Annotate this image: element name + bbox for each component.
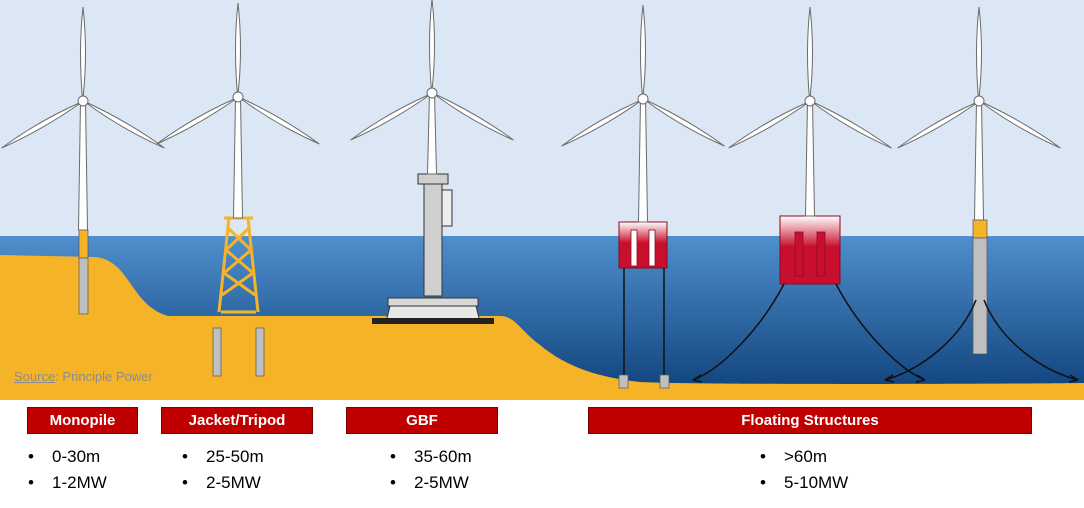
turbine-hub [804, 95, 816, 107]
turbine-blade [640, 4, 646, 103]
turbine-tower [637, 98, 649, 223]
turbine-blade [897, 99, 982, 149]
spec-depth: >60m [760, 444, 848, 470]
turbine-tower [232, 96, 244, 219]
wind-turbine [350, 0, 514, 175]
source-value: : Principle Power [55, 369, 153, 384]
spec-capacity: 2-5MW [182, 470, 264, 496]
monopile-specs: 0-30m 1-2MW [28, 444, 107, 496]
jacket-foundation [217, 216, 260, 314]
turbine-blade [235, 2, 241, 101]
monopile-label: Monopile [27, 407, 138, 434]
wind-turbine [561, 4, 725, 223]
wind-turbine [728, 6, 892, 217]
jacket-tripod-label: Jacket/Tripod [161, 407, 313, 434]
source-note: Source: Principle Power [14, 369, 153, 384]
turbine-blade [1, 99, 86, 149]
jacket-tripod-specs: 25-50m 2-5MW [182, 444, 264, 496]
turbine-blade [156, 95, 241, 145]
floating-structures-label: Floating Structures [588, 407, 1032, 434]
turbine-tower [426, 92, 438, 175]
floating-structures-specs: >60m 5-10MW [760, 444, 848, 496]
source-key: Source [14, 369, 56, 384]
spec-depth: 25-50m [182, 444, 264, 470]
turbine-blade [80, 99, 165, 149]
turbine-blade [429, 91, 514, 141]
scene-illustration [0, 0, 1084, 400]
turbine-blade [976, 6, 982, 105]
spec-capacity: 1-2MW [28, 470, 107, 496]
floating-semi-foundation [618, 221, 670, 389]
turbine-hub [232, 91, 244, 103]
gbf-foundation [372, 173, 494, 324]
wind-turbine [897, 6, 1061, 221]
turbine-hub [426, 87, 438, 99]
spec-depth: 35-60m [390, 444, 472, 470]
turbine-blade [807, 99, 892, 149]
floating-spar-foundation [884, 219, 1079, 383]
spec-depth: 0-30m [28, 444, 107, 470]
monopile-foundation [78, 229, 89, 315]
turbine-hub [637, 93, 649, 105]
turbine-tower [973, 100, 985, 221]
wind-turbine [1, 6, 165, 231]
turbine-blade [561, 97, 646, 147]
turbine-blade [976, 99, 1061, 149]
gbf-specs: 35-60m 2-5MW [390, 444, 472, 496]
turbine-blade [728, 99, 813, 149]
turbine-blade [235, 95, 320, 145]
turbine-blade [640, 97, 725, 147]
turbine-hub [77, 95, 89, 107]
seabed [0, 255, 1084, 400]
wind-turbines [1, 0, 1061, 231]
turbine-hub [973, 95, 985, 107]
turbine-blade [80, 6, 86, 105]
spec-capacity: 5-10MW [760, 470, 848, 496]
turbine-tower [804, 100, 816, 217]
wind-turbine [156, 2, 320, 219]
gbf-label: GBF [346, 407, 498, 434]
turbine-blade [429, 0, 435, 97]
floating-tlp-foundation [692, 215, 926, 383]
turbine-tower [77, 100, 89, 231]
spec-capacity: 2-5MW [390, 470, 472, 496]
turbine-blade [807, 6, 813, 105]
turbine-blade [350, 91, 435, 141]
jacket-piles [212, 327, 265, 377]
